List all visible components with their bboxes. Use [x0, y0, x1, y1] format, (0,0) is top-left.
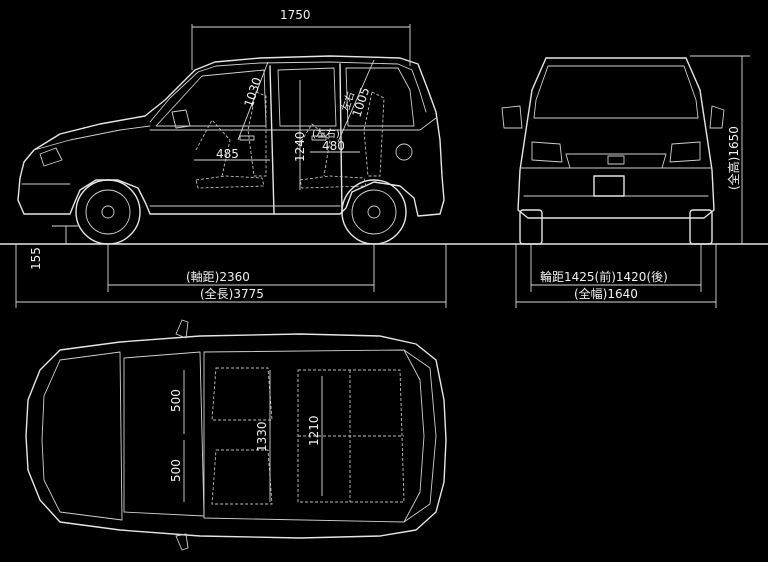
left-mirror	[501, 105, 523, 129]
front-door-handle	[239, 135, 255, 141]
emblem	[607, 155, 625, 165]
side-body-outline	[17, 55, 445, 217]
rear-seat-top	[297, 369, 405, 503]
license-plate	[593, 175, 625, 197]
right-mirror	[709, 105, 725, 129]
side-roof-line	[149, 61, 427, 123]
seat-rear-note: (左右)	[312, 127, 340, 140]
height-label: (全高)1650	[726, 126, 741, 190]
cabin-height-label: 1240	[293, 131, 307, 162]
top-body-outline	[25, 333, 447, 539]
top-view: 500 500 1330 1210	[25, 319, 447, 551]
top-cabin-len-1-label: 1330	[255, 421, 269, 452]
front-body-outline	[517, 57, 715, 219]
top-right-mirror	[175, 533, 189, 551]
rear-passenger-figure	[295, 123, 331, 177]
top-seat-front-label: 500	[169, 389, 183, 412]
headroom-front-line	[237, 61, 269, 141]
windshield-top	[123, 351, 205, 517]
middle-window	[277, 67, 337, 127]
headroom-rear-line	[337, 59, 375, 143]
b-pillar	[269, 65, 275, 215]
rear-seat	[299, 91, 385, 189]
front-window	[155, 69, 267, 127]
grille	[565, 153, 667, 169]
top-cabin-len-2-label: 1210	[307, 415, 321, 446]
belt-line	[149, 117, 437, 131]
front-right-seat-top	[211, 449, 273, 505]
headlamp	[39, 147, 63, 167]
top-seat-rear-label: 500	[169, 459, 183, 482]
right-headlamp	[669, 141, 701, 163]
top-left-mirror	[175, 319, 189, 339]
hood-line	[33, 125, 151, 151]
windshield	[533, 65, 699, 119]
headroom-front-label: 1030	[242, 76, 265, 109]
rear-window	[345, 67, 415, 127]
side-mirror	[171, 109, 191, 129]
c-pillar	[339, 63, 343, 215]
front-wheel	[75, 179, 141, 245]
fuel-lid	[395, 143, 413, 161]
tread-label: 輪距1425(前)1420(後)	[540, 269, 668, 284]
length-label: (全長)3775	[200, 286, 264, 301]
front-view: 輪距1425(前)1420(後) (全幅)1640 (全高)1650	[501, 55, 750, 308]
roof-top	[203, 349, 425, 523]
driver-figure	[195, 119, 231, 177]
width-label: (全幅)1640	[574, 286, 638, 301]
rear-glass-top	[403, 349, 437, 523]
seat-rear-label: 480	[322, 139, 345, 153]
ground-clearance-label: 155	[29, 247, 43, 270]
front-left-seat-top	[211, 367, 273, 421]
hood-top	[41, 351, 123, 521]
rear-door-handle	[311, 135, 327, 141]
side-view: 1030 1005 左右 1240 485 480 (左右) 1750 155 …	[0, 8, 768, 308]
wheelbase-label: (軸距)2360	[186, 270, 250, 284]
front-seat	[195, 91, 267, 189]
dim-1750-label: 1750	[280, 8, 311, 22]
seat-front-label: 485	[216, 147, 239, 161]
left-headlamp	[531, 141, 563, 163]
rear-wheel	[341, 179, 407, 245]
